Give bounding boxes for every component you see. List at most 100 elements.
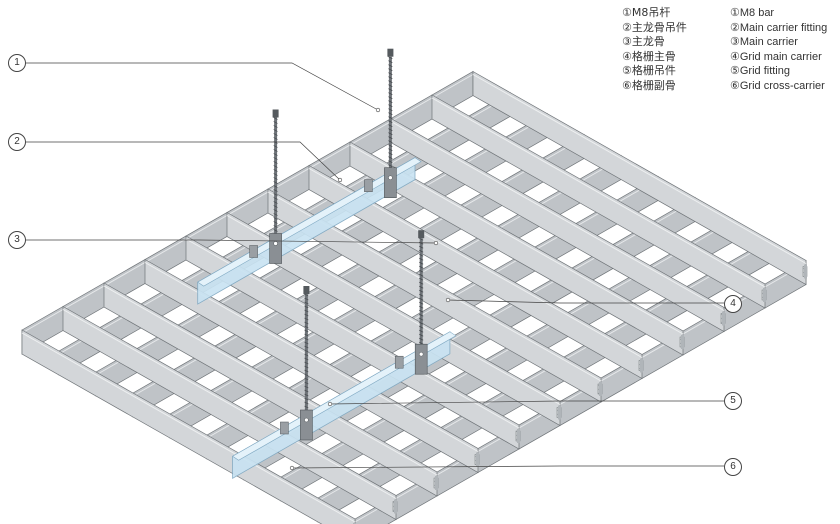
m8-bar-thread xyxy=(273,213,278,216)
m8-bar-thread xyxy=(304,293,309,297)
m8-bar-thread xyxy=(388,108,393,111)
m8-bar-thread xyxy=(273,145,278,148)
m8-bar-thread xyxy=(419,257,424,261)
grid-main-carrier xyxy=(472,70,807,286)
grid-main-carrier-edge xyxy=(472,74,807,264)
m8-bar-nut xyxy=(303,286,310,294)
m8-bar-thread xyxy=(273,165,278,168)
grid-fitting xyxy=(364,179,373,192)
m8-bar-thread xyxy=(419,297,424,301)
m8-bar-thread xyxy=(304,373,309,377)
m8-bar-thread xyxy=(273,229,278,232)
grid-end-cap xyxy=(394,499,397,514)
m8-bar-thread xyxy=(388,100,393,103)
carrier-fitting xyxy=(269,233,282,264)
m8-bar-thread xyxy=(419,261,424,265)
grid-cross-carrier-edge xyxy=(21,74,474,334)
m8-bar-thread xyxy=(388,56,393,59)
carrier-fitting xyxy=(300,409,313,441)
grid-main-carrier-edge xyxy=(62,309,397,499)
m8-bar-thread xyxy=(388,140,393,143)
m8-bar-thread xyxy=(273,149,278,152)
m8-bar-thread xyxy=(304,385,309,389)
m8-bar-thread xyxy=(304,365,309,369)
m8-bar-thread xyxy=(419,245,424,249)
callout-4: 4 xyxy=(724,295,742,313)
m8-bar-thread xyxy=(304,317,309,321)
m8-bar-thread xyxy=(273,169,278,172)
callout-2: 2 xyxy=(8,133,26,151)
m8-bar-thread xyxy=(273,125,278,128)
grid-end-cap xyxy=(722,311,725,326)
m8-bar-thread xyxy=(273,121,278,124)
m8-bar-thread xyxy=(388,132,393,135)
m8-bar-thread xyxy=(419,301,424,305)
m8-bar-thread xyxy=(273,153,278,156)
m8-bar-thread xyxy=(419,289,424,293)
m8-bar-thread xyxy=(388,164,393,167)
grid-fitting xyxy=(249,245,258,258)
m8-bar-thread xyxy=(304,301,309,305)
m8-bar-thread xyxy=(304,401,309,405)
m8-bar-thread xyxy=(419,329,424,333)
m8-bar-thread xyxy=(304,397,309,401)
grid-main-carrier-edge xyxy=(103,285,438,476)
m8-bar-thread xyxy=(304,309,309,313)
callout-leader xyxy=(26,239,437,244)
m8-bar-thread xyxy=(273,197,278,200)
fitting-bolt xyxy=(304,417,309,423)
m8-bar-thread xyxy=(388,80,393,83)
grid-fitting xyxy=(394,355,404,369)
legend-english: ①M8 bar ②Main carrier fitting ③Main carr… xyxy=(730,6,827,94)
m8-bar-thread xyxy=(304,337,309,341)
legend-cn-3: ③主龙骨 xyxy=(622,35,665,49)
m8-bar-thread xyxy=(304,349,309,353)
m8-bar-thread xyxy=(388,116,393,119)
callout-leader xyxy=(329,400,724,405)
m8-bar-thread xyxy=(419,293,424,297)
callout-leader-dot xyxy=(327,401,333,407)
m8-bar-thread xyxy=(273,117,278,120)
m8-bar-thread xyxy=(419,249,424,253)
m8-bar-thread xyxy=(388,92,393,95)
m8-bar-nut xyxy=(418,230,425,239)
m8-bar-thread xyxy=(273,189,278,192)
m8-bar-thread xyxy=(304,345,309,349)
m8-bar-thread xyxy=(388,72,393,75)
m8-bar-thread xyxy=(388,96,393,99)
m8-bar-thread xyxy=(273,221,278,224)
callout-6: 6 xyxy=(724,458,742,476)
legend-cn-1: ①M8吊杆 xyxy=(622,6,671,19)
legend-en-4: ④Grid main carrier xyxy=(730,50,822,63)
grid-end-cap xyxy=(804,264,807,279)
legend-en-6: ⑥Grid cross-carrier xyxy=(730,79,825,92)
m8-bar-thread xyxy=(304,341,309,345)
grid-end-cap xyxy=(599,382,602,396)
m8-bar-thread xyxy=(304,357,309,361)
m8-bar-thread xyxy=(419,285,424,289)
callout-leader-dot xyxy=(433,240,439,246)
m8-bar-thread xyxy=(388,76,393,79)
carrier-fitting xyxy=(414,343,428,375)
m8-bar-thread xyxy=(304,313,309,317)
callout-leader-dot xyxy=(337,177,343,183)
m8-bar-thread xyxy=(388,88,393,91)
m8-bar-thread xyxy=(304,393,309,397)
m8-bar-thread xyxy=(273,133,278,136)
m8-bar-thread xyxy=(304,329,309,333)
m8-bar-thread xyxy=(273,181,278,184)
callout-3: 3 xyxy=(8,231,26,249)
m8-bar-thread xyxy=(273,157,278,160)
m8-bar-thread xyxy=(273,193,278,196)
m8-bar-thread xyxy=(273,177,278,180)
grid-main-carrier xyxy=(431,94,766,309)
m8-bar-thread xyxy=(388,64,393,67)
m8-bar-thread xyxy=(304,369,309,373)
m8-bar-thread xyxy=(388,124,393,127)
carrier-fitting xyxy=(384,167,397,198)
m8-bar-thread xyxy=(419,309,424,313)
callout-leader-lines xyxy=(26,62,724,471)
m8-bar-thread xyxy=(304,377,309,381)
m8-bar-thread xyxy=(419,305,424,309)
